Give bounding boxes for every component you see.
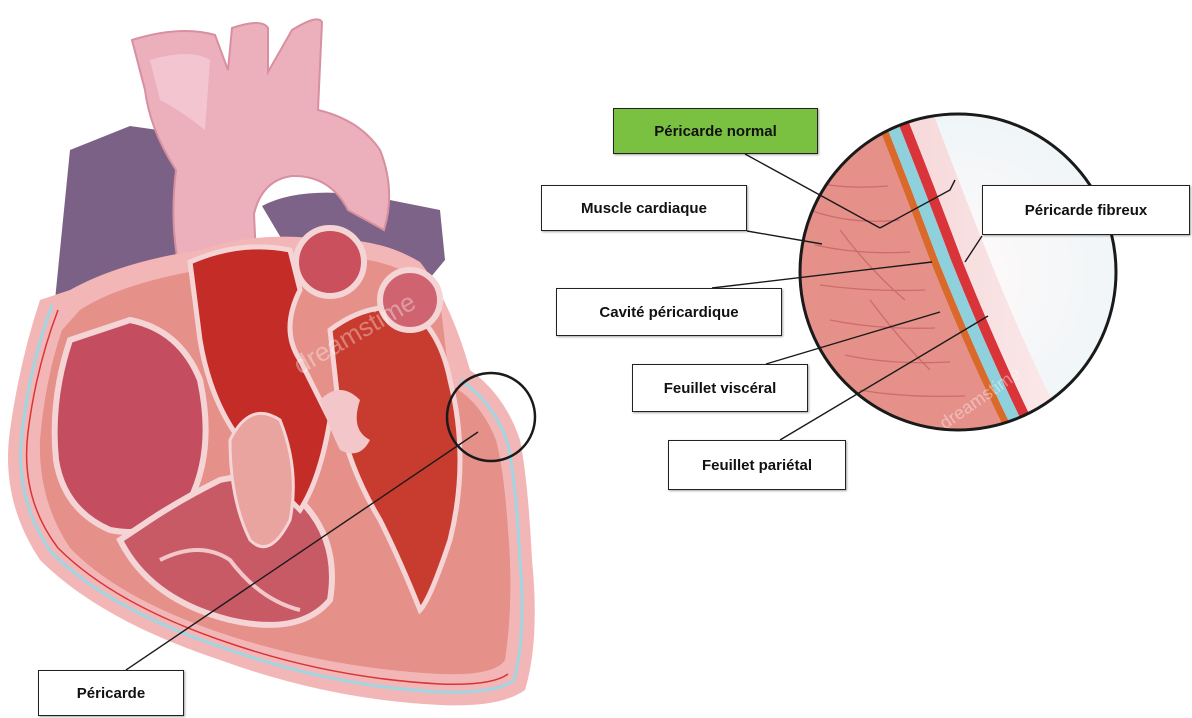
label-feuillet-visceral: Feuillet viscéral	[632, 364, 808, 412]
label-pericarde-fibreux: Péricarde fibreux	[982, 185, 1190, 235]
magnified-view: dreamstime	[790, 110, 1130, 440]
heart-illustration: dreamstime	[8, 19, 535, 705]
label-feuillet-parietal: Feuillet pariétal	[668, 440, 846, 490]
label-muscle-cardiaque: Muscle cardiaque	[541, 185, 747, 231]
label-cavite-pericardique: Cavité péricardique	[556, 288, 782, 336]
pulmonary-vessel-ring-1	[296, 228, 364, 296]
label-pericarde: Péricarde	[38, 670, 184, 716]
label-pericarde-normal: Péricarde normal	[613, 108, 818, 154]
